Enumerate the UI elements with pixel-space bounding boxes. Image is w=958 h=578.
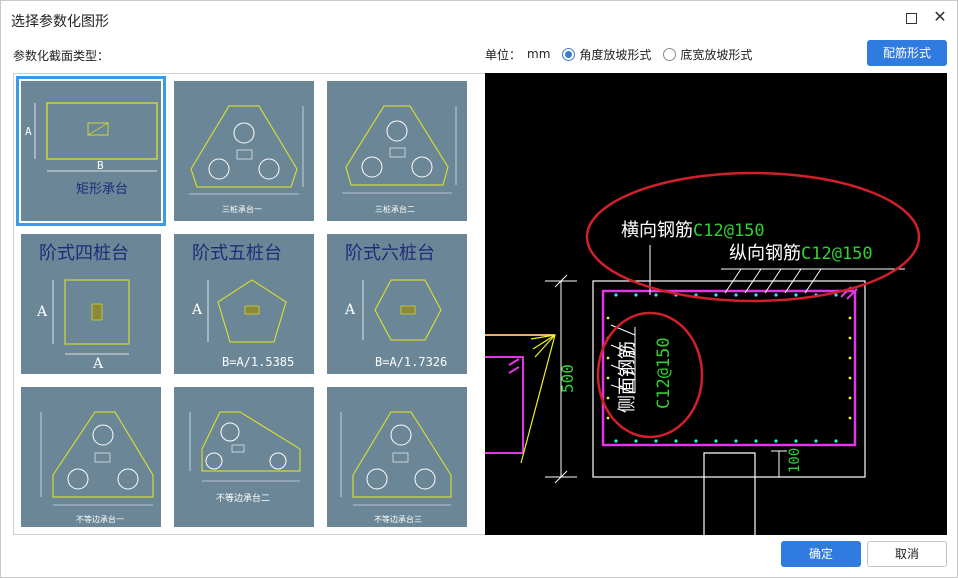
stepped-six-pile-diagram: 阶式六桩台 A B=A/1.7326 (344, 243, 447, 369)
shape-caption: 不等边承台一 (76, 514, 124, 524)
unit-label: 单位： (485, 47, 522, 62)
ok-button[interactable]: 确定 (781, 541, 861, 567)
dim-b-label: A (92, 356, 104, 372)
shape-caption: 阶式五桩台 (192, 243, 282, 264)
shape-caption: 阶式四桩台 (39, 243, 129, 264)
section-type-label: 参数化截面类型： (13, 49, 110, 63)
title-bar: 选择参数化图形 ✕ (1, 1, 957, 39)
dialog-title: 选择参数化图形 (11, 14, 109, 30)
shape-tile-three-pile-1[interactable]: 三桩承台一 (174, 81, 314, 221)
shape-caption: 阶式六桩台 (345, 243, 435, 264)
radio-bottom-width-slope-label[interactable]: 底宽放坡形式 (680, 47, 753, 62)
unit-value: mm (527, 47, 551, 61)
shape-tile-unequal-cap-1[interactable]: 不等边承台一 (21, 387, 161, 527)
formula-label: B=A/1.7326 (375, 355, 447, 369)
cover-dimension: 100 (787, 448, 803, 473)
bar-dots (614, 293, 838, 443)
unequal-cap-2-diagram: 不等边承台二 (189, 411, 301, 504)
rebar-form-button[interactable]: 配筋形式 (867, 40, 947, 66)
dim-a-label: A (25, 125, 32, 138)
radio-angle-slope-label[interactable]: 角度放坡形式 (579, 47, 652, 62)
longitudinal-rebar-label: 纵向钢筋C12@150 (729, 243, 873, 264)
shape-tile-stepped-four-pile[interactable]: 阶式四桩台 A A (21, 234, 161, 374)
dim-b-label: B (97, 159, 104, 172)
maximize-icon[interactable] (906, 13, 917, 24)
unit-row: 单位： mm 角度放坡形式 底宽放坡形式 (485, 45, 752, 63)
shape-caption: 三桩承台一 (222, 204, 262, 214)
dim-a-label: A (191, 302, 203, 318)
shape-gallery[interactable]: A B 矩形承台 三桩承台一 (13, 73, 487, 535)
rebar-preview-canvas: 500 100 (485, 73, 947, 535)
shape-tile-stepped-six-pile[interactable]: 阶式六桩台 A B=A/1.7326 (327, 234, 467, 374)
close-icon[interactable]: ✕ (933, 7, 947, 26)
shape-tile-three-pile-2[interactable]: 三桩承台二 (327, 81, 467, 221)
side-rebar-spec: C12@150 (654, 337, 674, 409)
radio-bottom-width-slope[interactable] (663, 47, 677, 61)
shape-caption: 不等边承台三 (374, 514, 422, 524)
side-rebar-label: 侧面钢筋 (617, 341, 638, 413)
shape-tile-rect-cap[interactable]: A B 矩形承台 (16, 76, 166, 226)
highlight-ellipse-top (585, 171, 921, 303)
three-pile-2-diagram: 三桩承台二 (342, 105, 457, 214)
rect-cap-diagram: A B 矩形承台 (25, 102, 158, 197)
highlight-ellipse-side (596, 311, 704, 439)
cancel-button[interactable]: 取消 (867, 541, 947, 567)
shape-caption: 不等边承台二 (216, 492, 270, 504)
side-bar-dots (606, 316, 852, 420)
height-dimension: 500 (558, 364, 577, 393)
unequal-cap-3-diagram: 不等边承台三 (340, 411, 452, 524)
rebar-preview-drawing: 500 100 (485, 171, 921, 535)
stepped-four-pile-diagram: 阶式四桩台 A A (36, 243, 130, 372)
dim-a-label: A (36, 304, 48, 320)
shape-tile-unequal-cap-3[interactable]: 不等边承台三 (327, 387, 467, 527)
shape-caption: 三桩承台二 (375, 204, 415, 214)
three-pile-1-diagram: 三桩承台一 (189, 105, 304, 214)
shape-tile-unequal-cap-2[interactable]: 不等边承台二 (174, 387, 314, 527)
formula-label: B=A/1.5385 (222, 355, 294, 369)
unequal-cap-1-diagram: 不等边承台一 (40, 411, 154, 524)
shape-tile-stepped-five-pile[interactable]: 阶式五桩台 A B=A/1.5385 (174, 234, 314, 374)
shape-caption: 矩形承台 (76, 182, 128, 197)
dim-a-label: A (344, 302, 356, 318)
stepped-five-pile-diagram: 阶式五桩台 A B=A/1.5385 (191, 243, 294, 369)
radio-angle-slope[interactable] (562, 47, 576, 61)
transverse-rebar-label: 横向钢筋C12@150 (621, 220, 765, 241)
